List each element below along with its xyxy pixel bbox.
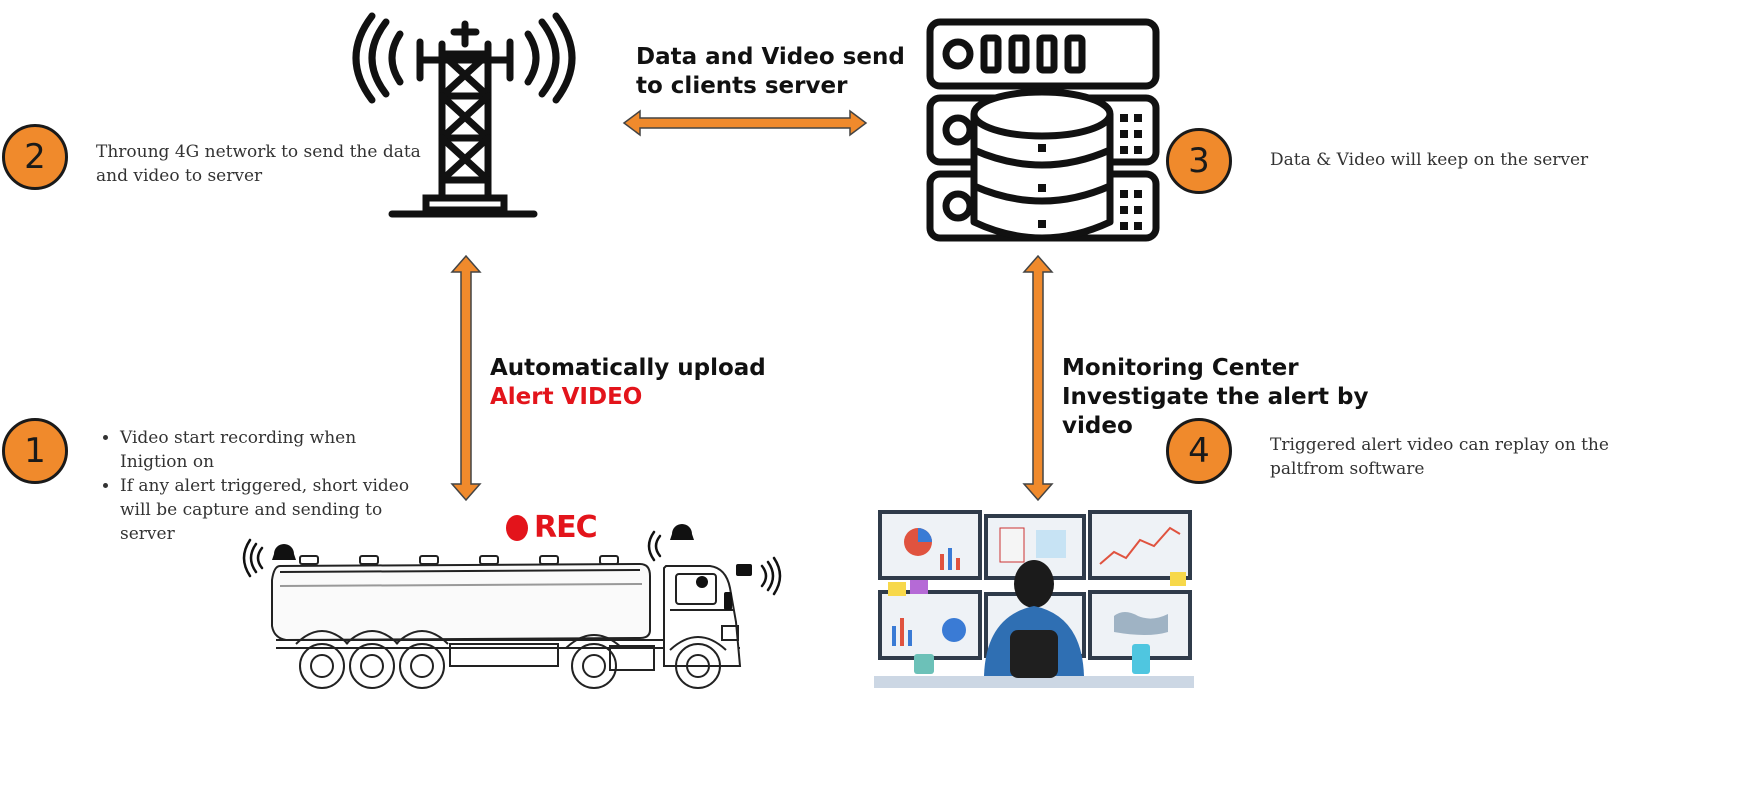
step-2-line-1: Throung 4G network to send the data (96, 142, 421, 162)
top-arrow-label-line-1: Data and Video send (636, 44, 905, 70)
step-4-line-2: paltfrom software (1270, 459, 1425, 479)
tower-truck-double-arrow (450, 254, 482, 502)
horizontal-double-arrow (622, 109, 868, 137)
step-1-description: Video start recording when Inigtion on I… (96, 426, 416, 546)
monitoring-label-line-1: Monitoring Center (1062, 355, 1299, 381)
server-monitor-double-arrow (1022, 254, 1054, 502)
monitoring-label-line-2: Investigate the alert by (1062, 384, 1369, 410)
step-1-bullet-list: Video start recording when Inigtion on I… (96, 426, 416, 546)
upload-label-line-2: Alert VIDEO (490, 384, 643, 410)
step-3-number: 3 (1188, 141, 1210, 181)
step-3-badge: 3 (1166, 128, 1232, 194)
top-arrow-label: Data and Video send to clients server (636, 43, 905, 101)
step-3-text: Data & Video will keep on the server (1270, 150, 1589, 170)
rec-label: REC (534, 510, 598, 545)
step-2-number: 2 (24, 137, 46, 177)
cell-tower-icon (352, 12, 576, 218)
step-4-badge: 4 (1166, 418, 1232, 484)
step-1-bullet: If any alert triggered, short video will… (120, 474, 416, 546)
step-4-description: Triggered alert video can replay on the … (1270, 433, 1609, 481)
step-4-line-1: Triggered alert video can replay on the (1270, 435, 1609, 455)
step-2-line-2: and video to server (96, 166, 263, 186)
rec-indicator: REC (506, 510, 598, 545)
database-server-icon (926, 18, 1160, 242)
step-3-description: Data & Video will keep on the server (1270, 148, 1588, 172)
tanker-truck-icon (242, 524, 782, 689)
upload-label-line-1: Automatically upload (490, 355, 766, 381)
step-1-bullet: Video start recording when Inigtion on (120, 426, 416, 474)
step-1-number: 1 (24, 431, 46, 471)
step-2-badge: 2 (2, 124, 68, 190)
rec-dot-icon (506, 514, 528, 541)
upload-label: Automatically upload Alert VIDEO (490, 354, 766, 412)
step-2-description: Throung 4G network to send the data and … (96, 140, 421, 188)
monitoring-label: Monitoring Center Investigate the alert … (1062, 354, 1368, 441)
step-4-number: 4 (1188, 431, 1210, 471)
top-arrow-label-line-2: to clients server (636, 73, 848, 99)
monitoring-center-icon (874, 510, 1194, 688)
monitoring-label-line-3: video (1062, 413, 1133, 439)
step-1-badge: 1 (2, 418, 68, 484)
